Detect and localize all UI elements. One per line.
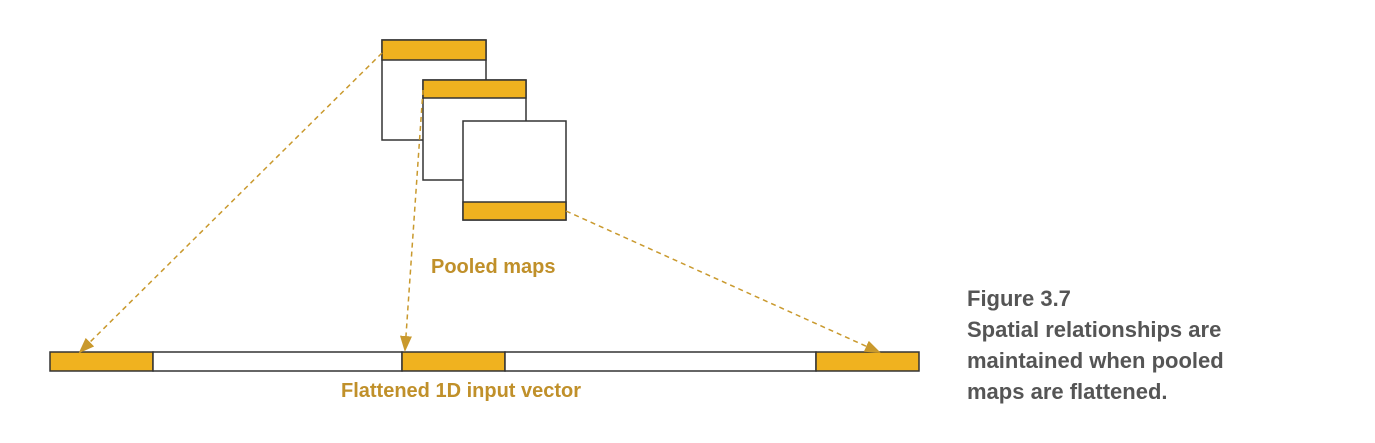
flattened-vector-label: Flattened 1D input vector [341,380,582,402]
arrow-map3-to-vector [565,210,881,353]
vector-segment-1 [49,351,154,372]
figure-number: Figure 3.7 [967,286,1071,311]
pooled-map-3-highlight-row [462,201,567,221]
pooled-map-2-highlight-row [422,79,527,99]
vector-segment-3 [401,351,506,372]
arrow-map2-to-vector [399,89,424,352]
caption-text: Spatial relationships are maintained whe… [967,317,1224,404]
figure-caption: Figure 3.7 Spatial relationships are mai… [967,283,1287,407]
pooled-map-3 [462,120,567,221]
vector-segment-2 [152,351,403,372]
vector-segment-5 [815,351,920,372]
flattened-vector [49,351,920,372]
pooled-map-1-highlight-row [381,39,487,61]
arrow-map1-to-vector [78,52,383,354]
pooled-maps-label: Pooled maps [431,256,556,278]
vector-segment-4 [504,351,817,372]
